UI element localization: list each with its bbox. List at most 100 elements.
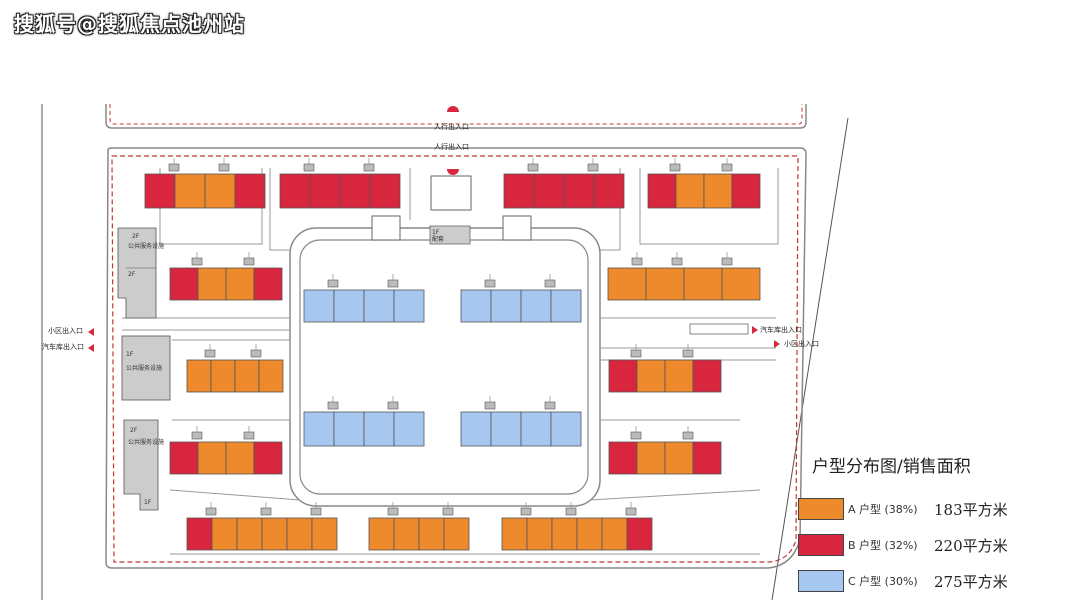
watermark: 搜狐号@搜狐焦点池州站	[14, 12, 245, 36]
community-entrance-left-label: 小区出入口	[48, 326, 83, 335]
stair-core	[484, 279, 496, 288]
stair-core	[682, 349, 694, 358]
unit-C	[363, 411, 395, 447]
legend-title: 户型分布图/销售面积	[812, 457, 971, 477]
residential-building	[647, 158, 761, 209]
unit-C	[363, 289, 395, 323]
left-mid-floor: 1F	[126, 351, 134, 358]
legend-swatch-a	[798, 498, 844, 520]
unit-C	[550, 411, 582, 447]
legend-area-c: 275平方米	[934, 572, 1008, 591]
unit-A	[636, 441, 666, 475]
stair-core	[387, 507, 399, 516]
unit-C	[303, 411, 335, 447]
stair-core	[243, 257, 255, 266]
residential-building	[186, 502, 338, 551]
unit-C	[490, 289, 522, 323]
top-road	[105, 104, 807, 129]
legend-row-a: A 户型 (38%) 183平方米	[798, 491, 1058, 527]
unit-A	[664, 359, 694, 393]
center-small-facility	[429, 225, 471, 245]
unit-B	[692, 359, 722, 393]
stair-core	[484, 401, 496, 410]
unit-A	[368, 517, 395, 551]
unit-A	[645, 267, 685, 301]
left-mid-sub: 公共服务设施	[126, 364, 162, 372]
unit-B	[169, 267, 199, 301]
unit-C	[333, 411, 365, 447]
unit-A	[286, 517, 313, 551]
stair-core	[387, 279, 399, 288]
unit-A	[234, 359, 260, 393]
unit-A	[236, 517, 263, 551]
garage-ramp-right	[689, 323, 749, 335]
unit-C	[490, 411, 522, 447]
unit-B	[563, 173, 595, 209]
stair-core	[671, 257, 683, 266]
residential-building	[460, 396, 582, 447]
unit-C	[393, 411, 425, 447]
legend: 户型分布图/销售面积 A 户型 (38%) 183平方米 B 户型 (32%) …	[798, 452, 1058, 599]
stair-core	[682, 431, 694, 440]
legend-area-a: 183平方米	[934, 500, 1008, 519]
garage-entrance-right-icon	[752, 326, 758, 334]
stair-core	[260, 507, 272, 516]
unit-A	[174, 173, 206, 209]
unit-B	[144, 173, 176, 209]
stair-core	[243, 431, 255, 440]
left-facility-bottom	[123, 419, 159, 511]
unit-A	[204, 173, 236, 209]
residential-building	[368, 502, 470, 551]
unit-A	[186, 359, 212, 393]
stair-core	[625, 507, 637, 516]
residential-building	[503, 158, 625, 209]
unit-B	[608, 359, 638, 393]
residential-building	[303, 274, 425, 323]
unit-A	[261, 517, 288, 551]
stair-core	[327, 279, 339, 288]
pedestrian-entrance-icon-2	[447, 169, 459, 175]
left-top-floor: 2F	[132, 233, 140, 240]
stair-core	[630, 349, 642, 358]
unit-C	[520, 411, 552, 447]
unit-B	[626, 517, 653, 551]
pedestrian-entrance-icon	[447, 106, 459, 112]
stair-core	[544, 279, 556, 288]
unit-A	[418, 517, 445, 551]
legend-row-b: B 户型 (32%) 220平方米	[798, 527, 1058, 563]
top-boundary	[109, 104, 803, 125]
inner-ring-road-outer	[289, 227, 601, 507]
unit-A	[526, 517, 553, 551]
stair-core	[204, 349, 216, 358]
unit-A	[210, 359, 236, 393]
garage-entrance-left-label: 汽车库出入口	[42, 342, 84, 351]
unit-A	[443, 517, 470, 551]
gatehouse-right	[502, 215, 532, 241]
unit-C	[550, 289, 582, 323]
community-entrance-right-label: 小区出入口	[784, 339, 819, 348]
unit-A	[576, 517, 603, 551]
residential-building	[608, 344, 722, 393]
unit-B	[234, 173, 266, 209]
unit-B	[731, 173, 761, 209]
stair-core	[565, 507, 577, 516]
left-bot-floor: 2F	[130, 427, 138, 434]
buildings	[144, 158, 761, 551]
legend-swatch-b	[798, 534, 844, 556]
stair-core	[310, 507, 322, 516]
unit-A	[703, 173, 733, 209]
unit-A	[551, 517, 578, 551]
residential-building	[169, 426, 283, 475]
residential-building	[186, 344, 284, 393]
unit-C	[333, 289, 365, 323]
unit-A	[636, 359, 666, 393]
stair-core	[363, 163, 375, 172]
stair-core	[327, 401, 339, 410]
legend-area-b: 220平方米	[934, 536, 1008, 555]
unit-A	[721, 267, 761, 301]
unit-A	[607, 267, 647, 301]
garage-entrance-right-label: 汽车库出入口	[760, 325, 802, 334]
unit-B	[279, 173, 311, 209]
stair-core	[669, 163, 681, 172]
unit-B	[369, 173, 401, 209]
